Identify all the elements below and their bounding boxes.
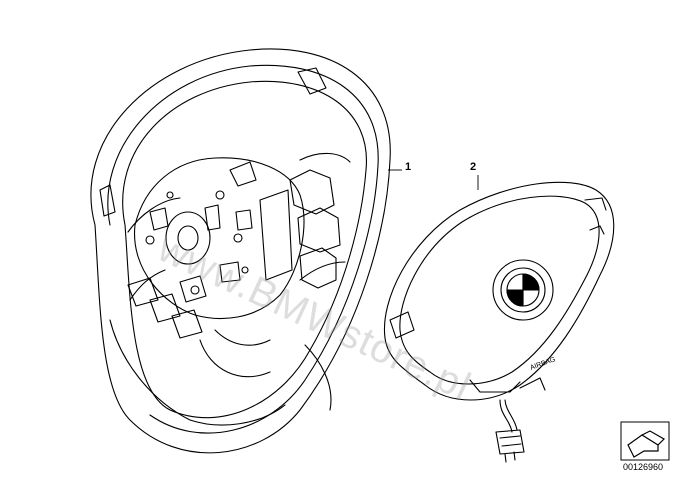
- callout-number-2: 2: [470, 161, 477, 173]
- orientation-icon: [620, 421, 670, 461]
- callout-number-1: 1: [405, 161, 412, 173]
- callout-leaders: [388, 169, 479, 190]
- diagram-id: 00126960: [623, 462, 664, 472]
- steering-wheel: [90, 48, 391, 454]
- airbag-module: [383, 181, 615, 463]
- airbag-label: AIRBAG: [529, 356, 556, 372]
